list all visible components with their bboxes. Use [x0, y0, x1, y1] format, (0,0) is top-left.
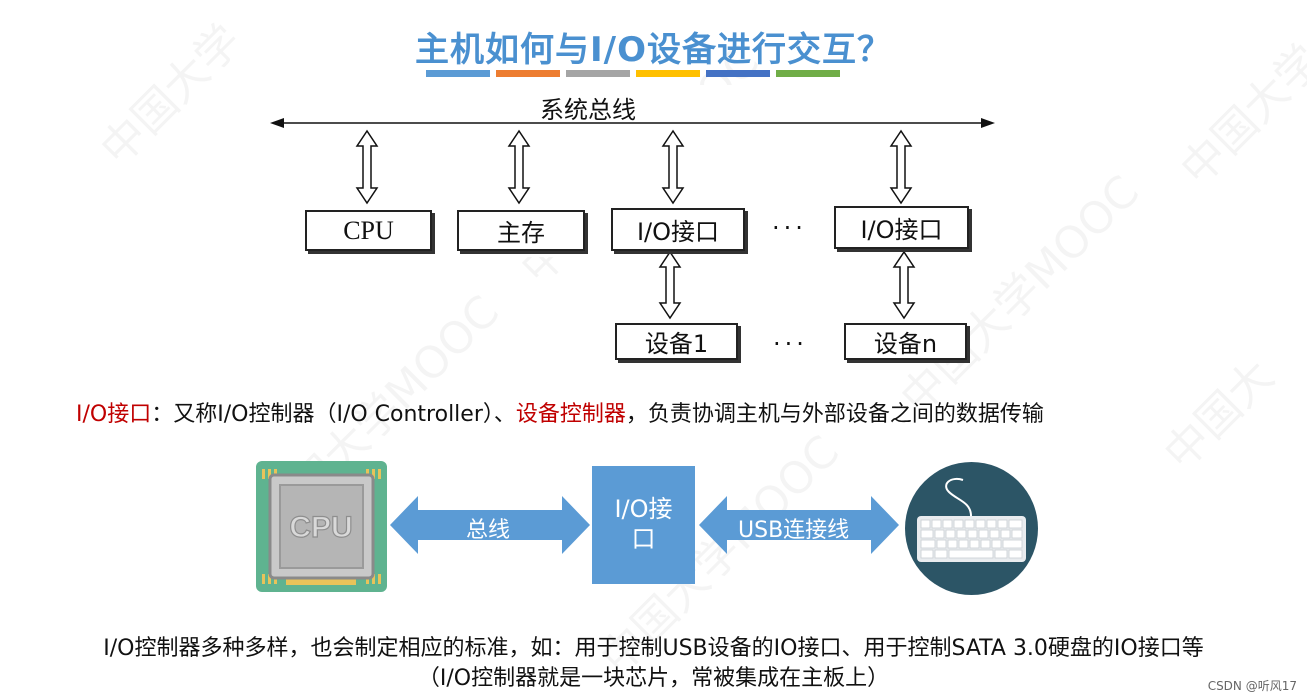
ellipsis: ··· [773, 330, 808, 358]
usb-arrow-label: USB连接线 [738, 518, 850, 543]
io-interface-definition: I/O接口：又称I/O控制器（I/O Controller）、设备控制器，负责协… [76, 396, 1044, 428]
io-interface-box-1: I/O接口 [611, 208, 745, 251]
keyboard-icon [905, 462, 1038, 595]
cpu-chip-icon: CPU [256, 461, 387, 592]
page-title: 主机如何与I/O设备进行交互？ [415, 30, 892, 70]
io-interface-block: I/O接 口 [592, 466, 695, 584]
bus-connection-arrow [390, 496, 590, 554]
definition-term: I/O接口 [76, 402, 152, 427]
source-credit: CSDN @听风17 [1207, 679, 1297, 693]
cpu-chip-label: CPU [289, 511, 352, 544]
double-arrow-memory [507, 129, 531, 205]
title-underline-bars [426, 70, 840, 77]
system-bus-label: 系统总线 [540, 96, 636, 124]
color-bar [706, 70, 770, 77]
usb-connection-arrow [699, 496, 899, 554]
device-n-box: 设备n [844, 323, 967, 360]
color-bar [426, 70, 490, 77]
bottom-description-2: （I/O控制器就是一块芯片，常被集成在主板上） [417, 666, 890, 691]
memory-box: 主存 [457, 210, 585, 251]
definition-description: ，负责协调主机与外部设备之间的数据传输 [625, 402, 1044, 427]
cpu-box: CPU [305, 210, 432, 251]
bus-arrow-label: 总线 [466, 518, 511, 543]
definition-colon: ：又称 [151, 402, 218, 427]
color-bar [636, 70, 700, 77]
io-block-line-2: 口 [631, 525, 656, 553]
double-arrow-device1 [658, 250, 682, 320]
double-arrow-io2 [889, 129, 913, 205]
definition-alias-1: I/O控制器（I/O Controller） [217, 402, 494, 427]
bottom-description-1: I/O控制器多种多样，也会制定相应的标准，如：用于控制USB设备的IO接口、用于… [103, 636, 1204, 661]
double-arrow-io1 [661, 129, 685, 205]
double-arrow-cpu [355, 129, 379, 205]
bus-arrowhead-right [981, 118, 995, 128]
ellipsis: ··· [772, 214, 807, 242]
io-block-line-1: I/O接 [614, 495, 673, 523]
io-interface-box-2: I/O接口 [834, 206, 969, 249]
double-arrow-devicen [892, 250, 916, 320]
definition-alias-2: 设备控制器 [515, 402, 626, 427]
device-1-box: 设备1 [615, 323, 738, 360]
color-bar [496, 70, 560, 77]
color-bar [566, 70, 630, 77]
bus-arrowhead-left [270, 118, 284, 128]
definition-separator: 、 [493, 402, 516, 427]
color-bar [776, 70, 840, 77]
